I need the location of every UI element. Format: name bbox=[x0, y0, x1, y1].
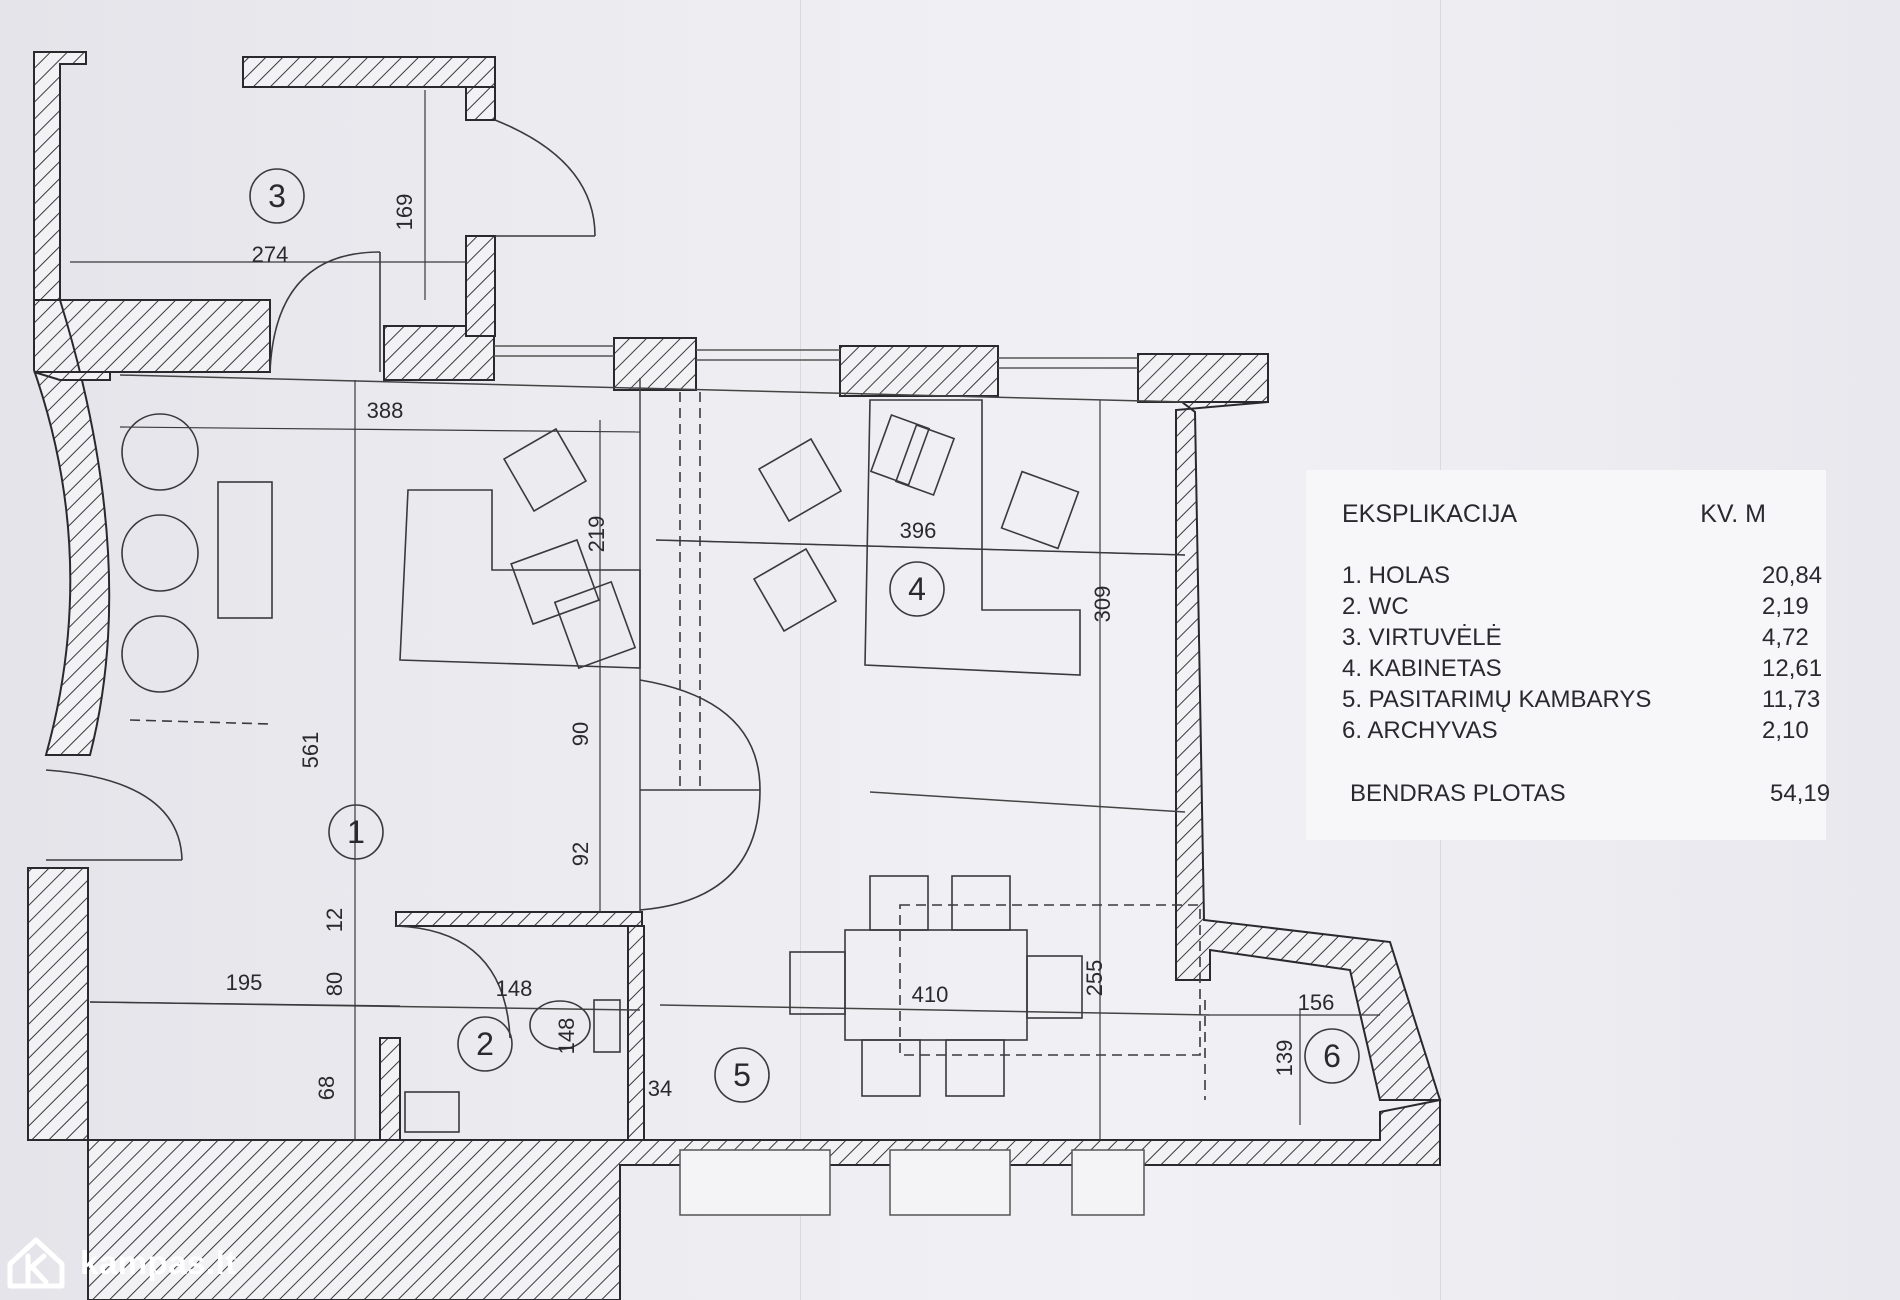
legend-row: 1. HOLAS 20,84 bbox=[1342, 562, 1822, 593]
dim-255: 255 bbox=[1082, 960, 1107, 997]
legend-row: 5. PASITARIMŲ KAMBARYS 11,73 bbox=[1342, 686, 1820, 717]
left-upper-pier bbox=[33, 371, 111, 381]
room-number-5: 5 bbox=[733, 1057, 751, 1093]
paper-fold bbox=[800, 0, 801, 1300]
legend-row-label: 4. KABINETAS bbox=[1342, 655, 1502, 682]
dim-396: 396 bbox=[900, 518, 937, 543]
dim-139: 139 bbox=[1272, 1040, 1297, 1077]
dim-195: 195 bbox=[226, 970, 263, 995]
windows-bottom bbox=[679, 1149, 1145, 1216]
left-outer-wall bbox=[33, 299, 111, 756]
dim-156: 156 bbox=[1298, 990, 1335, 1015]
legend-title: EKSPLIKACIJA bbox=[1342, 500, 1518, 528]
dim-92: 92 bbox=[568, 842, 593, 866]
dim-274: 274 bbox=[252, 242, 289, 267]
explication-legend: EKSPLIKACIJA KV. M 1. HOLAS 20,84 2. WC 2,… bbox=[1306, 470, 1830, 840]
furniture bbox=[121, 392, 1206, 1133]
legend-row-label: 3. VIRTUVĖLĖ bbox=[1342, 624, 1502, 651]
legend-row: 6. ARCHYVAS 2,10 bbox=[1342, 717, 1809, 748]
room-number-3: 3 bbox=[268, 178, 286, 214]
legend-row-value: 12,61 bbox=[1762, 655, 1823, 682]
watermark-brand: kampas.lt bbox=[80, 1244, 237, 1281]
room-number-circles bbox=[249, 168, 1360, 1103]
doors bbox=[45, 119, 761, 1039]
legend-row-value: 2,10 bbox=[1762, 717, 1809, 744]
interior-lines bbox=[89, 374, 1211, 1016]
dim-309: 309 bbox=[1090, 586, 1115, 623]
wc-walls bbox=[379, 911, 645, 1141]
legend-row: 4. KABINETAS 12,61 bbox=[1342, 655, 1822, 686]
dim-169: 169 bbox=[392, 194, 417, 231]
dim-12: 12 bbox=[322, 908, 347, 932]
legend-total-label: BENDRAS PLOTAS bbox=[1350, 780, 1566, 807]
legend-row: 2. WC 2,19 bbox=[1342, 593, 1809, 624]
left-lower-wall bbox=[27, 867, 89, 1141]
legend-header: EKSPLIKACIJA KV. M bbox=[1342, 500, 1796, 529]
legend-row-label: 5. PASITARIMŲ KAMBARYS bbox=[1342, 686, 1652, 713]
legend-row-label: 2. WC bbox=[1342, 593, 1409, 620]
legend-total: BENDRAS PLOTAS 54,19 bbox=[1350, 780, 1830, 808]
legend-row-value: 2,19 bbox=[1762, 593, 1809, 620]
legend-unit: KV. M bbox=[1700, 500, 1766, 528]
room-number-6: 6 bbox=[1323, 1038, 1341, 1074]
top-walls bbox=[613, 337, 1269, 403]
dim-388: 388 bbox=[367, 398, 404, 423]
room-3-walls bbox=[33, 51, 496, 381]
legend-row-value: 20,84 bbox=[1762, 562, 1823, 589]
legend-row-label: 1. HOLAS bbox=[1342, 562, 1451, 589]
dim-410: 410 bbox=[912, 982, 949, 1007]
house-k-logo-icon bbox=[7, 1237, 65, 1289]
dim-68: 68 bbox=[314, 1076, 339, 1100]
dim-34: 34 bbox=[648, 1076, 672, 1101]
legend-row-value: 4,72 bbox=[1762, 624, 1809, 651]
dim-561: 561 bbox=[298, 732, 323, 769]
right-walls bbox=[1175, 354, 1442, 1101]
dim-80: 80 bbox=[322, 972, 347, 996]
legend-row: 3. VIRTUVĖLĖ 4,72 bbox=[1342, 624, 1809, 655]
room-number-1: 1 bbox=[347, 814, 365, 850]
windows-top bbox=[494, 345, 1138, 369]
dim-148-horizontal: 148 bbox=[496, 976, 533, 1001]
kampas-watermark: kampas.lt bbox=[4, 1234, 264, 1290]
legend-row-value: 11,73 bbox=[1762, 686, 1821, 713]
room-number-4: 4 bbox=[908, 571, 926, 607]
legend-rows: 1. HOLAS 20,84 2. WC 2,19 3. VIRTUVĖLĖ 4,72… bbox=[1342, 562, 1822, 748]
legend-row-label: 6. ARCHYVAS bbox=[1342, 717, 1498, 744]
dim-90: 90 bbox=[568, 722, 593, 746]
dim-148-vertical: 148 bbox=[554, 1018, 579, 1055]
legend-total-value: 54,19 bbox=[1770, 780, 1831, 807]
dim-219: 219 bbox=[584, 516, 609, 553]
room-number-2: 2 bbox=[476, 1026, 494, 1062]
